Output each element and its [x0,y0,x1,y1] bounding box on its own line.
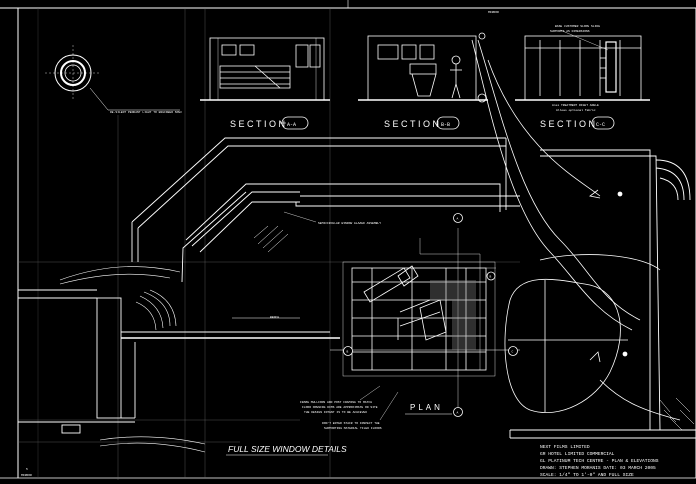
title-block-line-5: SCALE: 1/4" TO 1'-0" AND FULL SIZE [540,472,634,478]
construction-grid [18,8,520,480]
window-plan-outline [131,137,520,283]
svg-text:B: B [347,351,349,354]
window-note: SEMICIRCULAR WINDOW GLAZED ASSEMBLY [318,222,381,225]
section-b-elevation [358,32,488,103]
plan-bubble-b-right-top: B [486,271,496,281]
plan-hatch-dots [430,280,476,350]
section-a-label: SECTION [230,119,288,129]
section-c-note-4: Allows optional fabric [556,108,596,112]
wall-arc-hatch [59,266,206,453]
section-c-note-3: Ansi TREATMENT RIGHT ANGLE [552,103,599,107]
svg-text:C: C [512,351,514,354]
plan-bubble-b-left: B [343,346,353,356]
plan-title: PLAN [410,403,443,412]
right-organic-shapes [471,39,681,421]
plan-stair-detail [363,265,447,341]
round-detail [45,45,180,111]
full-size-title: FULL SIZE WINDOW DETAILS [228,444,347,454]
section-a-bubble: A-A [280,116,309,130]
bottom-left-number: 5 [26,468,28,471]
right-edge-hatch [659,397,695,431]
plan-bubbles: A B C A B [343,213,518,417]
plan-note-2: FLOOR OPENING DIMS ARE APPROXIMATE ON SI… [302,406,378,409]
section-b-bubble: B-B [436,116,460,130]
plan-bubble-a-top: A [453,213,463,223]
section-c-note-1: BASE CUSTOMER SLOPE SLIDE [555,25,600,28]
title-block-line-2: GR HOTEL LIMITED COMMERCIAL [540,451,615,457]
round-detail-note: RE-SILENT PENDANT LIGHT TO ENGINEER SPEC [110,111,182,114]
section-c-note-2: SUPPORTS AS DIMENSIONS [550,30,590,33]
svg-text:B: B [490,276,492,279]
glazing-hatch [253,225,289,253]
svg-text:A: A [457,412,459,415]
plan-note-3: THE DESIGN INTENT IS TO BE ACHIEVED [304,411,367,414]
plan-bubble-c-right: C [508,346,518,356]
svg-text:C-C: C-C [596,122,605,128]
section-a-elevation [200,37,330,101]
title-block: NEXT FILMS LIMITED GR HOTEL LIMITED COMM… [540,444,659,478]
bench-label: BENCH [270,316,279,319]
bottom-left-marker: MIRROR [21,474,32,477]
title-block-line-3: GL PLATINUM TECH CENTRE - PLAN & ELEVATI… [540,458,659,464]
plan-note-4: DON'T ENTER STAIR TO INSPECT THE [322,421,380,425]
section-c-elevation [515,29,650,101]
plan-note-1: FRAME MULLIONS AND POST FRAMING TO MATCH [300,401,372,404]
plan-grid [330,228,520,408]
title-block-line-1: NEXT FILMS LIMITED [540,444,590,450]
right-wall [509,149,696,439]
top-marker: MIRROR [488,11,499,14]
svg-text:A: A [457,218,459,221]
section-c-label: SECTION [540,119,598,129]
svg-text:A-A: A-A [287,122,296,128]
left-wall [18,289,340,434]
section-c-bubble: C-C [591,116,615,130]
plan-bubble-a-bottom: A [453,407,463,417]
title-block-line-4: DRAWN: STEPHEN MORANIS DATE: 03 MARCH 20… [540,465,656,471]
section-b-label: SECTION [384,119,442,129]
plan-note-5: SUPPORTING MATERIAL TILED FLOORS [324,427,382,430]
svg-text:B-B: B-B [441,122,450,128]
window-note-leader [283,211,317,223]
